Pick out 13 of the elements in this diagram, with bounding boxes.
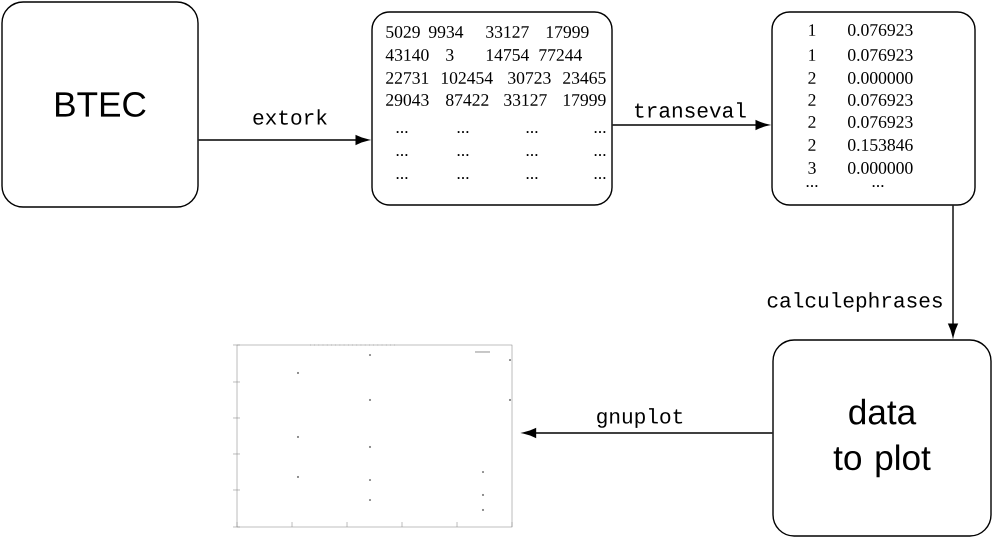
edge-label: extork [250,108,330,126]
arrow [948,206,958,337]
edge-label: gnuplot [594,406,686,430]
data-table: 1 0.076923 1 0.076923 2 0.000000 2 0.076923 2 0.076923 2 0.153846 3 0.000000 ... ... [771,11,976,206]
data-table: 5029 9934 33127 17999 43140 3 14754 77244 22731 102454 30723 23465 29043 87422 33127 17999 ... ... ... ... ... ... ... ... ... ... ... ... [371,11,613,206]
arrow [522,428,772,438]
process-box: data to plot [772,339,992,537]
process-box: BTEC [1,1,199,208]
arrow [612,120,769,130]
edge-label: transeval [631,100,749,120]
edge-label: calculephrases [764,290,946,314]
arrow [198,135,369,145]
chart-drawing [232,344,512,528]
